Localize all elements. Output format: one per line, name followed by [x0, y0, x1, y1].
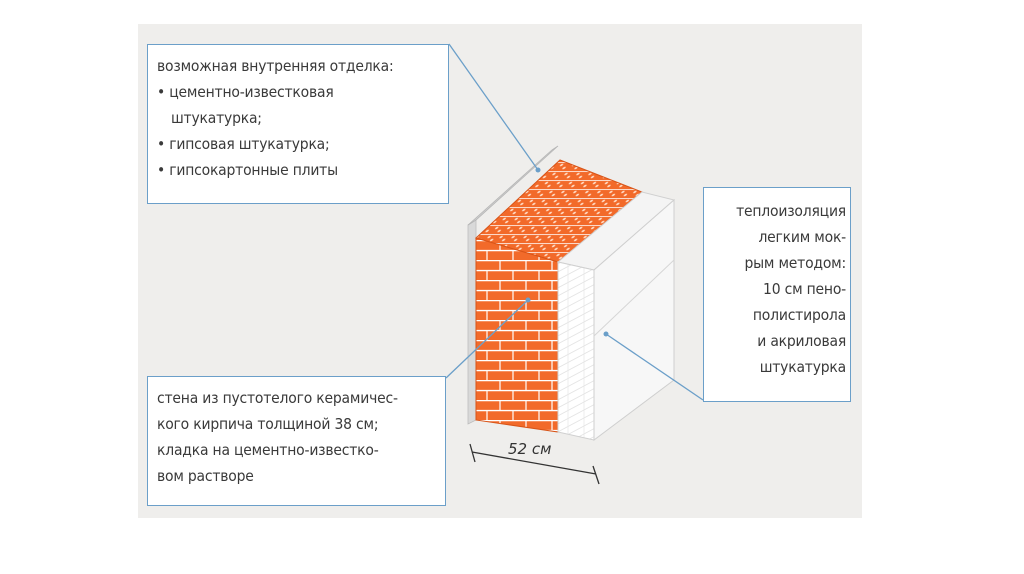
dimension-label: 52 см — [508, 440, 552, 458]
wall-callout: стена из пустотелого керамичес- кого кир… — [147, 376, 446, 506]
interior-finish-callout: возможная внутренняя отделка: • цементно… — [147, 44, 449, 204]
insulation-leader-line — [605, 333, 704, 401]
dimension-tick-left — [469, 443, 476, 463]
callout-line: 10 см пено- — [763, 280, 846, 298]
callout-line: кладка на цементно-известко- — [157, 441, 379, 459]
insulation-leader-dot — [603, 331, 609, 337]
callout-line: вом растворе — [157, 467, 254, 485]
dimension-tick-right — [592, 465, 600, 485]
callout-item: • цементно-известковая — [157, 83, 334, 101]
callout-heading: возможная внутренняя отделка: — [157, 57, 394, 75]
finish-leader-dot — [535, 167, 541, 173]
callout-item: • гипсокартонные плиты — [157, 161, 338, 179]
wall-leader-dot — [525, 297, 531, 303]
callout-line: полистирола — [752, 306, 846, 324]
callout-line: штукатурка — [759, 358, 846, 376]
callout-line: стена из пустотелого керамичес- — [157, 389, 398, 407]
brick-front-face — [475, 237, 559, 433]
callout-line: теплоизоляция — [736, 202, 846, 220]
interior-finish-front — [467, 219, 477, 425]
wall-leader-line — [445, 299, 529, 379]
callout-line: и акриловая — [757, 332, 846, 350]
callout-item: • гипсовая штукатурка; — [157, 135, 330, 153]
dimension-line — [471, 451, 597, 475]
insulation-side-face — [557, 261, 595, 441]
callout-line: рым методом: — [744, 254, 846, 272]
render-panel-joint — [593, 259, 675, 337]
callout-item: штукатурка; — [171, 109, 262, 127]
insulation-callout: теплоизоляция легким мок- рым методом: 1… — [703, 187, 851, 402]
callout-line: легким мок- — [758, 228, 846, 246]
callout-line: кого кирпича толщиной 38 см; — [157, 415, 379, 433]
finish-leader-line — [448, 43, 539, 171]
